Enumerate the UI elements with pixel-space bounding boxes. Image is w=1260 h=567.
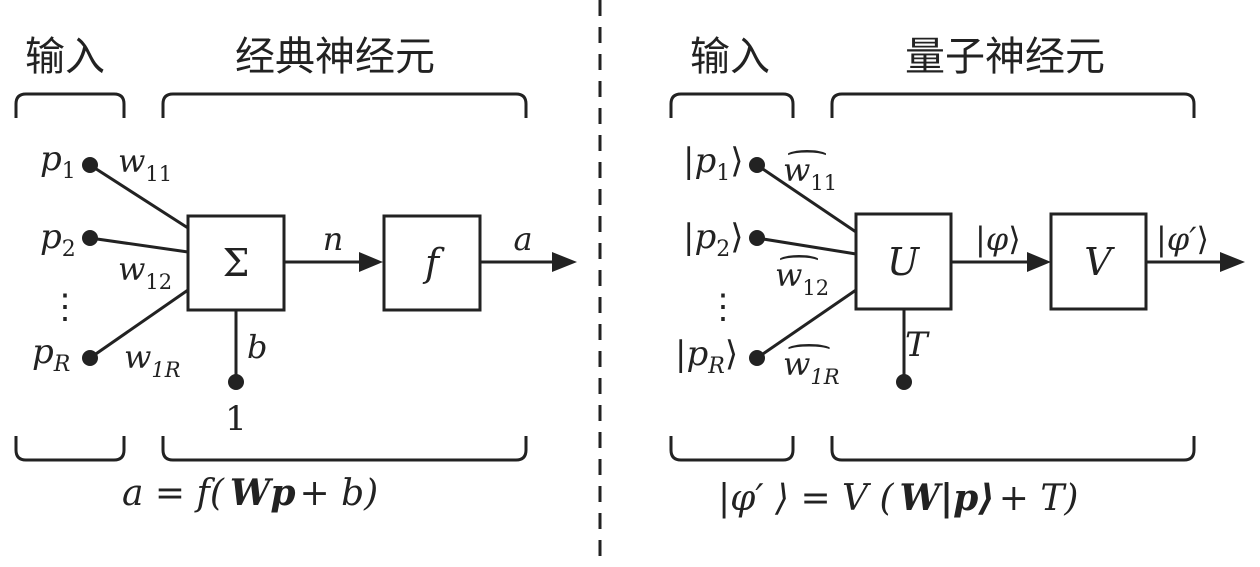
classical-input-node-1 bbox=[82, 157, 98, 173]
classical-neuron-panel: 输入 经典神经元 p1 p2 ⋮ pR w11 w12 w1R Σ b 1 bbox=[14, 34, 577, 514]
classical-input-pR: pR bbox=[32, 332, 70, 377]
classical-line-p2 bbox=[89, 236, 189, 254]
quantum-input-ket-p2: |p2⟩ bbox=[683, 217, 744, 262]
quantum-weight-w11: w11 bbox=[783, 151, 837, 195]
quantum-neuron-panel: 输入 量子神经元 |p1⟩ |p2⟩ ⋮ |pR⟩ w11 ⌢ w12 ⌢ w1… bbox=[669, 34, 1245, 519]
bias-constant: 1 bbox=[225, 399, 247, 439]
quantum-weight-w11-hat: ⌢ bbox=[784, 133, 830, 168]
quantum-line-p1 bbox=[756, 163, 857, 234]
quantum-weight-w12-hat: ⌢ bbox=[776, 238, 822, 273]
quantum-input-node-1 bbox=[749, 157, 765, 173]
phi-prime-ket-label: |φ′⟩ bbox=[1156, 220, 1209, 258]
quantum-input-top-bracket bbox=[669, 92, 795, 118]
net-input-label: n bbox=[323, 220, 344, 258]
classical-neuron-top-bracket bbox=[161, 92, 528, 118]
classical-line-pR bbox=[89, 288, 189, 360]
summation-box bbox=[186, 214, 286, 312]
bias-node bbox=[228, 374, 244, 390]
quantum-input-ket-pR: |pR⟩ bbox=[675, 334, 738, 379]
unitary-v-label: V bbox=[1084, 240, 1115, 284]
threshold-node bbox=[896, 374, 912, 390]
classical-line-p1 bbox=[89, 163, 189, 230]
quantum-weight-w12: w12 bbox=[775, 256, 829, 300]
classical-weight-w12: w12 bbox=[118, 250, 172, 294]
classical-neuron-heading: 经典神经元 bbox=[235, 34, 435, 80]
classical-formula: a = f(Wp+ b) bbox=[122, 472, 378, 514]
quantum-neuron-top-bracket bbox=[830, 92, 1196, 118]
classical-input-bottom-bracket bbox=[14, 436, 126, 462]
quantum-weight-w1R-hat: ⌢ bbox=[784, 327, 834, 362]
bias-label: b bbox=[247, 328, 267, 366]
output-label: a bbox=[513, 220, 532, 258]
threshold-label: T bbox=[905, 325, 930, 365]
classical-weight-w1R: w1R bbox=[124, 338, 181, 382]
quantum-input-vdots: ⋮ bbox=[706, 287, 740, 327]
quantum-input-node-R bbox=[749, 350, 765, 366]
classical-weight-w11: w11 bbox=[118, 142, 172, 186]
unitary-u-label: U bbox=[887, 240, 921, 284]
quantum-input-ket-p1: |p1⟩ bbox=[683, 141, 744, 186]
phi-arrowhead bbox=[1027, 252, 1051, 272]
classical-input-heading: 输入 bbox=[25, 34, 105, 80]
net-input-arrowhead bbox=[359, 252, 383, 272]
classical-input-p1: p1 bbox=[40, 139, 76, 184]
quantum-input-bottom-bracket bbox=[669, 436, 795, 462]
quantum-neuron-bottom-bracket bbox=[830, 436, 1196, 462]
classical-neuron-bottom-bracket bbox=[161, 436, 528, 462]
unitary-u-box bbox=[854, 212, 953, 311]
quantum-input-heading: 输入 bbox=[690, 34, 770, 80]
classical-input-node-2 bbox=[82, 230, 98, 246]
output-arrowhead bbox=[552, 252, 577, 272]
classical-input-p2: p2 bbox=[40, 217, 76, 262]
quantum-neuron-heading: 量子神经元 bbox=[905, 34, 1105, 80]
quantum-formula: |φ′ ⟩ = V (W|p⟩+ T) bbox=[718, 477, 1078, 519]
summation-symbol: Σ bbox=[223, 241, 250, 285]
classical-input-top-bracket bbox=[14, 92, 126, 118]
quantum-output-arrowhead bbox=[1220, 252, 1245, 272]
quantum-input-node-2 bbox=[749, 230, 765, 246]
quantum-line-pR bbox=[756, 288, 857, 360]
phi-ket-label: |φ⟩ bbox=[975, 220, 1021, 258]
quantum-weight-w1R: w1R bbox=[783, 345, 840, 389]
classical-input-vdots: ⋮ bbox=[48, 287, 82, 327]
classical-input-node-R bbox=[82, 350, 98, 366]
unitary-v-box bbox=[1049, 212, 1148, 311]
quantum-line-p2 bbox=[756, 236, 857, 256]
